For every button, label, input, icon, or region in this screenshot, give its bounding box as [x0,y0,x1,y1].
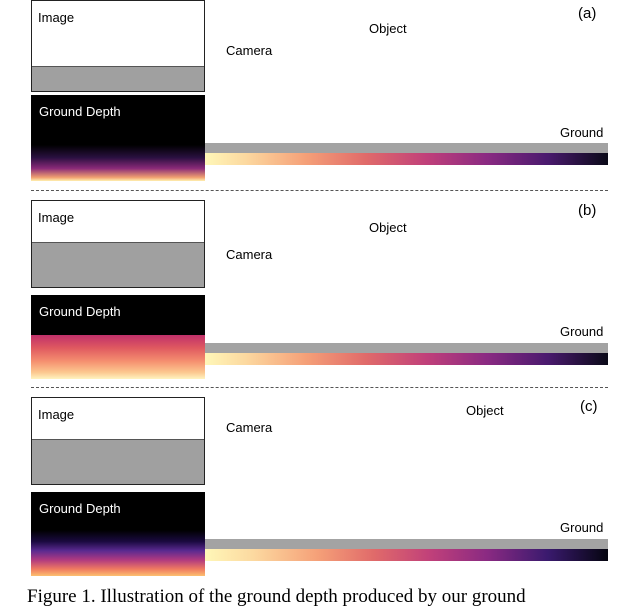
ground-depth-strip-a [205,153,608,165]
ground-bar-b [205,343,608,353]
image-thumbnail-b: Image [31,200,205,288]
camera-label-a: Camera [226,43,273,58]
image-label-b: Image [38,210,75,225]
image-ground-a [32,66,204,91]
panel-b: Image Ground Depth Camera Object (b) Gro… [0,196,640,386]
panel-c: Image Ground Depth Camera Object (c) Gro… [0,393,640,583]
image-thumbnail-c: Image [31,397,205,485]
image-label-a: Image [38,10,75,25]
camera-label-b: Camera [226,247,273,262]
image-thumbnail-a: Image [31,0,205,92]
figure-caption: Figure 1. Illustration of the ground dep… [27,586,526,607]
ground-depth-label-c: Ground Depth [39,501,121,516]
depth-gradient-c [31,530,205,576]
depth-gradient-b [31,335,205,379]
ground-depth-map-c: Ground Depth [31,492,205,576]
panel-letter-a: (a) [578,5,597,22]
ground-label-b: Ground [560,324,604,339]
ground-depth-label-b: Ground Depth [39,304,121,319]
ground-depth-strip-c [205,549,608,561]
ground-bar-a [205,143,608,153]
panel-letter-b: (b) [578,202,597,219]
panel-a: Image Ground Depth Camera Object (a) Gro… [0,0,640,190]
ground-depth-map-a: Ground Depth [31,95,205,181]
ground-depth-label-a: Ground Depth [39,104,121,119]
divider-1 [31,190,608,191]
ground-label-a: Ground [560,125,604,140]
ground-label-c: Ground [560,520,604,535]
image-label-c: Image [38,407,75,422]
object-label-a: Object [369,21,407,36]
panel-letter-c: (c) [580,398,598,415]
depth-gradient-a [31,145,205,181]
ground-depth-strip-b [205,353,608,365]
ground-depth-map-b: Ground Depth [31,295,205,379]
divider-2 [31,387,608,388]
camera-label-c: Camera [226,420,273,435]
ground-bar-c [205,539,608,549]
object-label-b: Object [369,220,407,235]
object-label-c: Object [466,403,504,418]
